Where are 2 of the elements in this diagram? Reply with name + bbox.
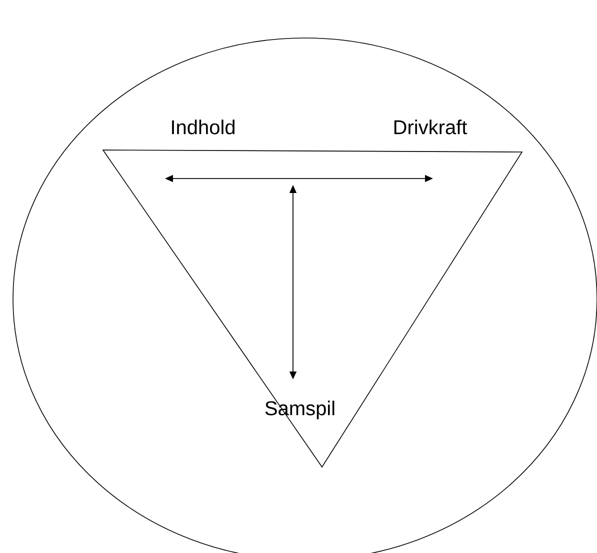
corner-label: Drivkraft [394, 120, 468, 134]
corner-label: Indhold [172, 120, 234, 134]
